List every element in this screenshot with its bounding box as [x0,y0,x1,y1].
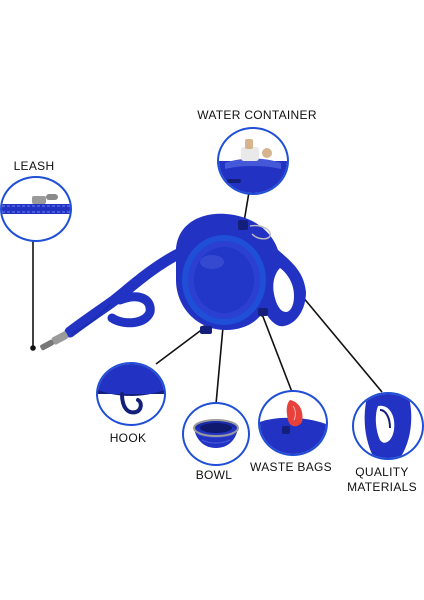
leash-clasp-image [2,194,70,214]
bowl-label: BOWL [195,468,233,482]
waste-bags-label: WASTE BAGS [250,460,332,474]
leash-inset [0,176,72,242]
water-container-image [219,139,287,193]
retractable-leash-body [176,213,306,334]
handle-grip-image [364,394,412,458]
quality-materials-line-1: QUALITY [355,465,409,479]
quality-materials-line-2: MATERIALS [347,480,417,494]
leader-line-hook [155,327,205,365]
leader-line-quality [301,295,383,393]
leash-strap [40,246,188,351]
quality-materials-label: QUALITY MATERIALS [340,465,424,495]
collapsible-bowl-image [193,419,239,448]
quality-materials-inset [352,392,424,460]
water-container-inset [217,127,289,195]
bowl-inset [182,402,250,466]
leader-line-bowl [215,315,225,405]
hook-inset [96,362,166,426]
hook-image [98,364,164,415]
waste-bags-image [260,400,326,454]
waste-bags-inset [258,390,328,456]
leash-label: LEASH [13,159,55,173]
hook-label: HOOK [109,431,147,445]
water-container-label: WATER CONTAINER [197,108,317,122]
leader-line-waste [261,313,293,393]
leader-lines [32,185,383,405]
